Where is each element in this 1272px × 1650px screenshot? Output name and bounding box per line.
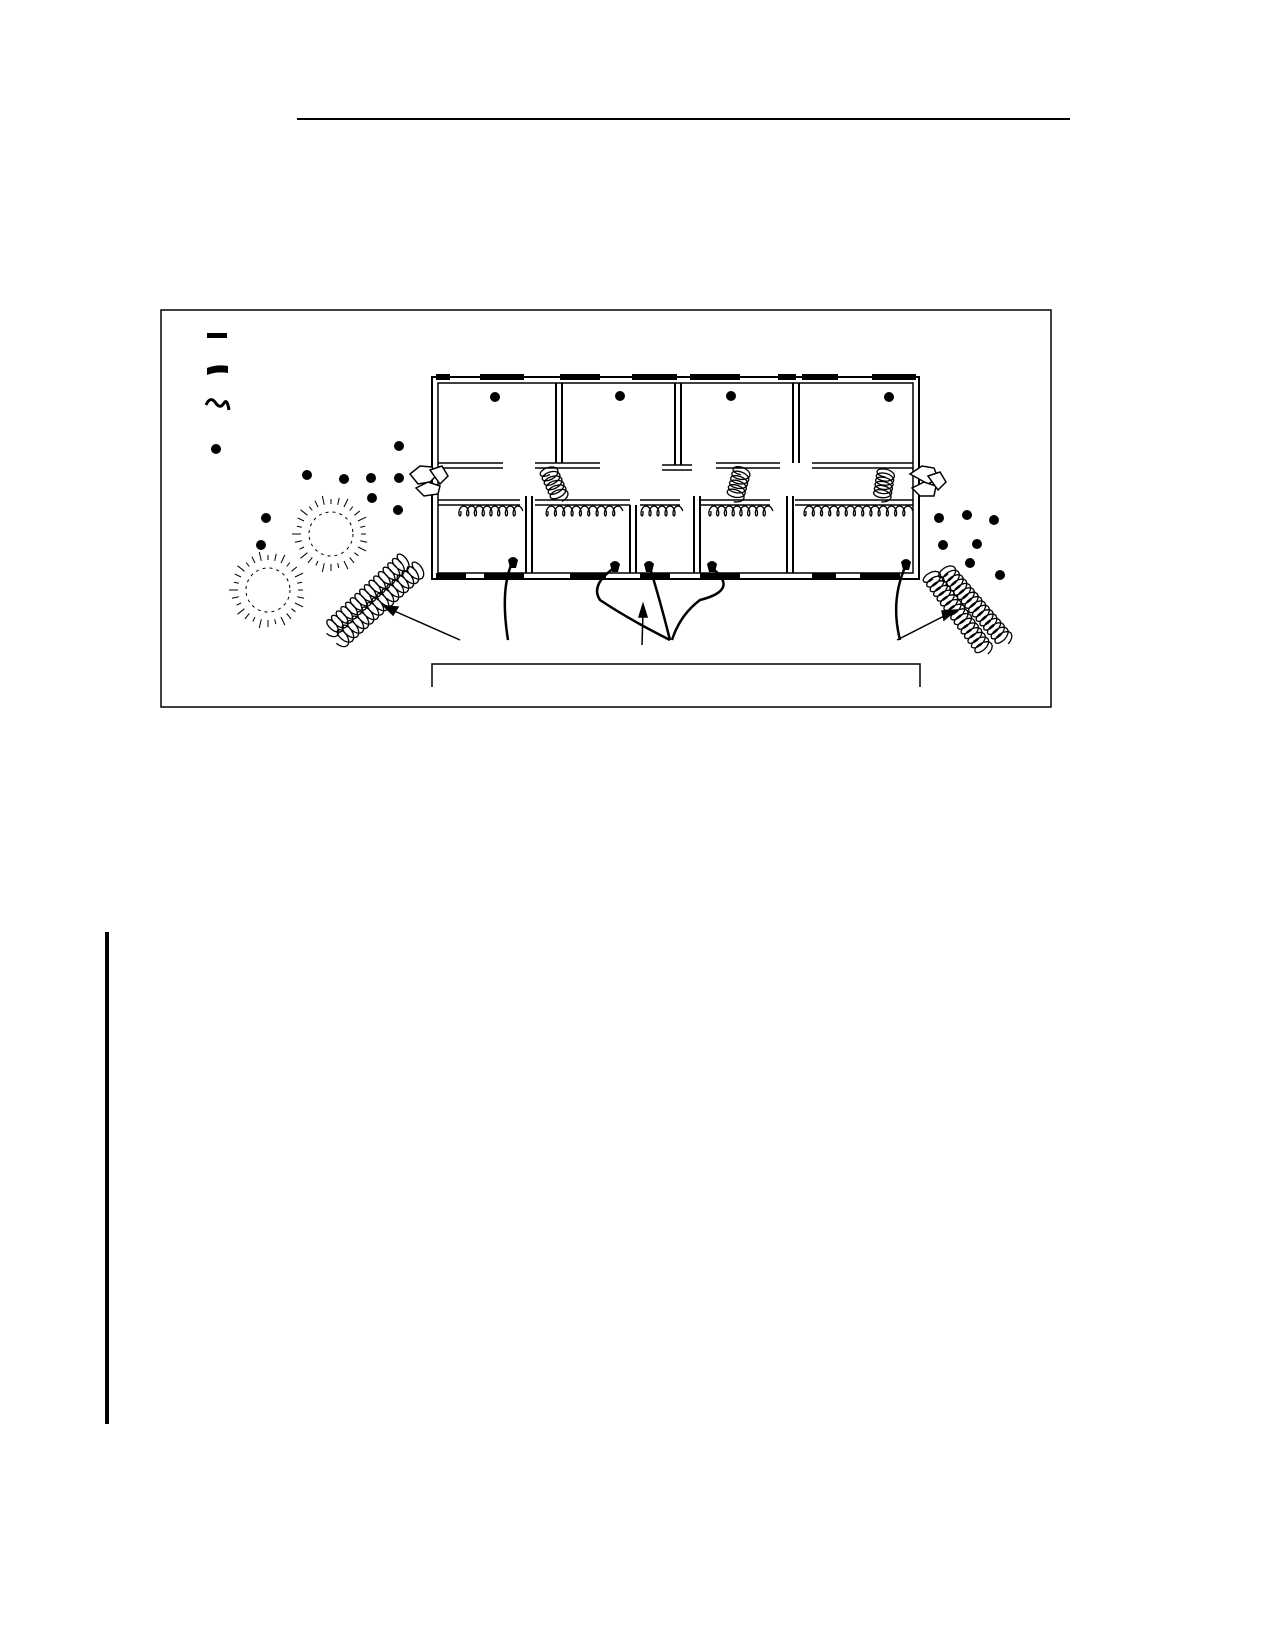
room-shrubs (490, 391, 894, 402)
corridor-wall (662, 464, 692, 471)
tree-ray (357, 546, 367, 552)
tree-ray (354, 510, 361, 516)
tree-ray (244, 613, 250, 620)
tree-ray (314, 500, 319, 508)
corridor-wall (438, 462, 503, 469)
arrowhead-icon (382, 605, 400, 617)
tree-ray (280, 554, 286, 564)
vine-coil (458, 505, 524, 517)
tree-ray (274, 553, 277, 561)
tree-ray (307, 557, 313, 564)
tree-ray (297, 517, 305, 522)
tree-ray (337, 563, 340, 569)
tree-ray (231, 596, 239, 599)
corridor-wall (795, 499, 913, 506)
vine-coil (326, 553, 410, 638)
vine-coil (872, 468, 896, 503)
rock-cluster-right (908, 465, 947, 497)
rock-cluster-left (408, 465, 449, 497)
tree-ray (245, 562, 250, 567)
corridor-wall (700, 499, 770, 506)
shrub-dot-icon (211, 444, 221, 454)
corridor-wall (716, 462, 780, 469)
tree-ray (297, 596, 305, 599)
windows-top-wall (436, 374, 916, 380)
tree-ray (296, 525, 302, 528)
tree-ray (233, 581, 239, 584)
tree-ray (357, 516, 367, 522)
vine-coil (640, 505, 684, 517)
tree-ray (308, 506, 313, 511)
vine-coil (937, 565, 1013, 645)
tree-ray (349, 557, 355, 564)
window-pot-icons (508, 557, 911, 572)
vine-coil (726, 466, 751, 503)
tree-canopy (308, 511, 354, 557)
tree-ray (286, 613, 292, 620)
tree-ray (297, 581, 303, 584)
corridor-wall (535, 462, 600, 469)
tree-ray (274, 619, 277, 625)
tree-ray (300, 509, 308, 516)
climbing-vines (326, 466, 1013, 655)
tree-ray (337, 497, 340, 505)
tree-ray (280, 616, 286, 626)
tree-ray (315, 560, 319, 566)
tree-ray (343, 560, 349, 570)
tree-ray (286, 562, 291, 567)
tree-ray (321, 495, 325, 505)
figure-frame (160, 309, 1052, 708)
corridor-wall (438, 499, 520, 506)
vine-coil (708, 505, 774, 517)
vine-coil (803, 505, 914, 517)
tree-ray (349, 506, 354, 511)
tree-ray (294, 540, 302, 543)
tree-ray (237, 565, 245, 572)
vine-coil (335, 561, 425, 648)
tree-ray (236, 602, 242, 606)
round-trees (229, 495, 368, 629)
corridor-wall (812, 462, 913, 469)
legend (204, 333, 231, 454)
tree-ray (294, 572, 304, 578)
vine-coil (922, 570, 993, 655)
tree-ray (252, 616, 256, 622)
tree-ray (360, 540, 368, 543)
arrowhead-icon (637, 601, 649, 618)
tree-ray (299, 546, 305, 550)
header-rule (297, 118, 1070, 120)
corridor-wall (640, 499, 680, 506)
tree-ray (354, 552, 359, 557)
tree-ray (234, 573, 242, 578)
window-curved-bar-icon (207, 365, 228, 375)
margin-bar (105, 932, 109, 1424)
tree-ray (291, 566, 298, 572)
arrowhead-icon (941, 609, 959, 622)
tree-ray (251, 556, 256, 564)
vine-coil (545, 505, 624, 517)
planting-bed (431, 663, 921, 687)
tree-ray (258, 619, 262, 629)
tree-ray (300, 552, 308, 559)
tree-ray (258, 551, 262, 561)
building-plan (431, 376, 920, 580)
tree-ray (294, 602, 304, 608)
window-solid-bar-icon (207, 333, 227, 338)
vine-coil (539, 466, 569, 503)
tree-canopy (245, 567, 291, 613)
corridor-wall (535, 499, 630, 506)
tree-ray (291, 608, 296, 613)
tree-ray (237, 608, 245, 615)
hanging-vines (503, 562, 908, 642)
tree-ray (321, 563, 325, 573)
vine-squiggle-icon (204, 398, 231, 411)
callout-arrows (382, 601, 959, 646)
outdoor-shrubs (256, 441, 1005, 580)
tree-ray (343, 498, 349, 508)
tree-ray (360, 525, 366, 528)
windows-bottom-wall (436, 573, 900, 579)
